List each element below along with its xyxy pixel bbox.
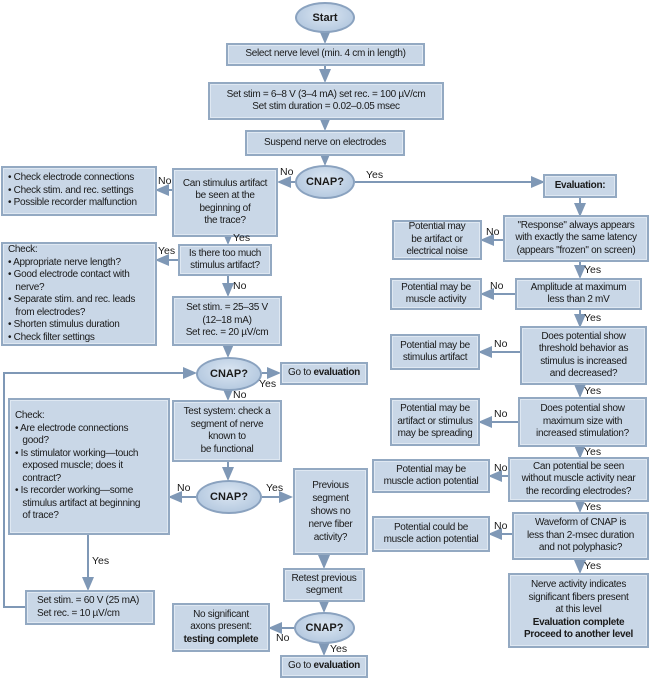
evaluation-box: Evaluation: [543, 174, 617, 198]
edge-label-yes: Yes [584, 446, 602, 458]
edge-label-yes: Yes [233, 232, 251, 244]
goto-evaluation-2: Go to evaluation [280, 655, 368, 678]
edge-label-no: No [494, 462, 508, 474]
cnap-decision-1: CNAP? [295, 165, 355, 199]
select-nerve-box: Select nerve level (min. 4 cm in length) [226, 43, 425, 66]
edge-label-no: No [233, 280, 247, 292]
threshold-box: Does potential show threshold behavior a… [520, 326, 647, 385]
test-system-box: Test system: check a segment of nerve kn… [172, 400, 282, 462]
response-box: "Response" always appears with exactly t… [503, 215, 649, 262]
muscle-ap-2-box: Potential could be muscle action potenti… [372, 516, 490, 552]
can-artifact-box: Can stimulus artifact be seen at the beg… [172, 168, 278, 237]
nerve-activity-box: Nerve activity indicates significant fib… [508, 573, 649, 648]
edge-label-yes: Yes [584, 312, 602, 324]
edge-label-yes: Yes [259, 378, 277, 390]
edge-label-no: No [280, 166, 294, 178]
goto-text: Go to [288, 660, 314, 672]
edge-label-yes: Yes [266, 482, 284, 494]
stimulus-artifact-box: Potential may be stimulus artifact [390, 334, 480, 370]
edge-label-yes: Yes [366, 169, 384, 181]
goto-evaluation-1: Go to evaluation [280, 362, 368, 385]
edge-label-no: No [494, 408, 508, 420]
edge-label-yes: Yes [584, 501, 602, 513]
edge-label-yes: Yes [330, 643, 348, 655]
check-electrode-box: • Check electrode connections • Check st… [1, 166, 157, 216]
edge-label-yes: Yes [158, 245, 176, 257]
waveform-box: Waveform of CNAP is less than 2-msec dur… [512, 512, 649, 560]
edge-label-no: No [486, 226, 500, 238]
evaluation-complete-text: Evaluation complete Proceed to another l… [524, 616, 633, 641]
edge-label-no: No [233, 389, 247, 401]
testing-complete-text: testing complete [183, 633, 259, 645]
edge-label-yes: Yes [584, 264, 602, 276]
goto-text: Go to [288, 367, 314, 379]
cnap-decision-4: CNAP? [294, 612, 355, 644]
start-node: Start [295, 2, 355, 33]
edge-label-no: No [276, 632, 290, 644]
goto-bold: evaluation [313, 660, 360, 672]
max-size-box: Does potential show maximum size with in… [518, 397, 647, 447]
edge-label-yes: Yes [584, 560, 602, 572]
edge-label-yes: Yes [92, 555, 110, 567]
muscle-activity-box: Potential may be muscle activity [390, 278, 482, 310]
muscle-ap-1-box: Potential may be muscle action potential [372, 459, 490, 493]
edge-label-no: No [177, 482, 191, 494]
edge-label-yes: Yes [584, 385, 602, 397]
nerve-activity-text: Nerve activity indicates significant fib… [528, 579, 629, 616]
edge-label-no: No [494, 520, 508, 532]
set-stim-box: Set stim = 6–8 V (3–4 mA) set rec. = 100… [208, 82, 444, 120]
set-stim-2-box: Set stim. = 25–35 V (12–18 mA) Set rec. … [172, 296, 282, 346]
edge-label-no: No [158, 175, 172, 187]
spreading-box: Potential may be artifact or stimulus ma… [390, 398, 480, 446]
check-list-1: Check: • Appropriate nerve length? • Goo… [1, 242, 157, 346]
check-list-2: Check: • Are electrode connections good?… [8, 398, 170, 535]
goto-bold: evaluation [313, 367, 360, 379]
edge-label-no: No [494, 338, 508, 350]
amplitude-box: Amplitude at maximum less than 2 mV [515, 278, 642, 310]
set-stim-3-box: Set stim. = 60 V (25 mA) Set rec. = 10 µ… [25, 590, 155, 625]
too-much-artifact-box: Is there too much stimulus artifact? [178, 244, 272, 276]
no-axons-box: No significant axons present:testing com… [172, 603, 270, 652]
retest-box: Retest previous segment [283, 568, 365, 602]
loop-arrow [3, 367, 197, 608]
cnap-decision-2: CNAP? [196, 357, 262, 391]
cnap-decision-3: CNAP? [196, 480, 262, 514]
artifact-noise-box: Potential may be artifact or electrical … [392, 220, 482, 260]
previous-segment-box: Previous segment shows no nerve fiber ac… [293, 468, 368, 555]
edge-label-no: No [490, 280, 504, 292]
suspend-nerve-box: Suspend nerve on electrodes [245, 130, 405, 156]
without-muscle-box: Can potential be seen without muscle act… [508, 457, 649, 502]
no-axons-text: No significant axons present: [190, 608, 252, 633]
